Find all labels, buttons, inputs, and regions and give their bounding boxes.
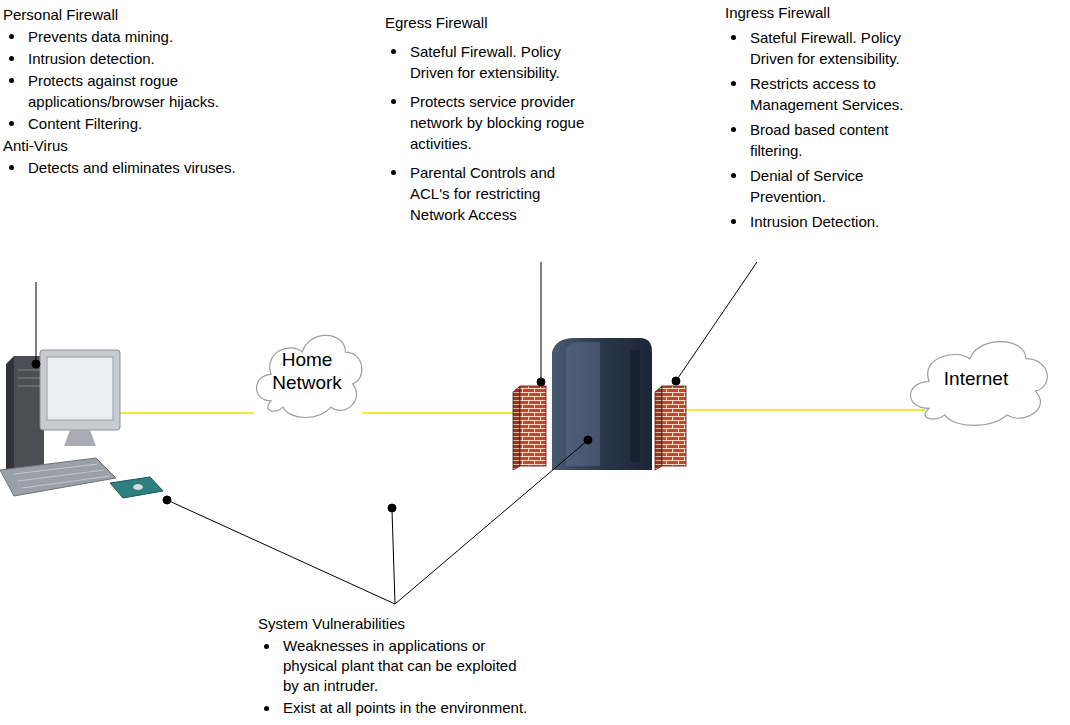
cloud-label: Home Network — [267, 348, 347, 394]
bullet-dot — [9, 78, 14, 83]
bullet-text: Sateful Firewall. Policy Driven for exte… — [410, 41, 592, 83]
section-heading: Anti-Virus — [3, 135, 68, 156]
bullet-dot — [9, 121, 14, 126]
bullet-dot — [731, 219, 736, 224]
bullet-dot — [264, 706, 269, 711]
bullet-dot — [391, 99, 396, 104]
bullet-text: Content Filtering. — [28, 113, 236, 134]
section-heading: Ingress Firewall — [725, 2, 830, 23]
bullet-dot — [391, 170, 396, 175]
bullet-text: Protects service provider network by blo… — [410, 91, 592, 154]
section-heading: System Vulnerabilities — [258, 614, 405, 634]
bullet-dot — [9, 34, 14, 39]
bullet-dot — [9, 165, 14, 170]
bullet-dot — [731, 35, 736, 40]
bullet-dot — [731, 81, 736, 86]
bullet-text: Broad based content filtering. — [750, 119, 926, 161]
bullet-text: Protects against rogue applications/brow… — [28, 70, 236, 112]
ingress-firewall-wall — [655, 386, 686, 470]
section-heading: Personal Firewall — [3, 4, 118, 25]
bullet-dot — [731, 173, 736, 178]
bullet-text: Detects and eliminates viruses. — [28, 157, 236, 178]
bullet-dot — [391, 49, 396, 54]
computer-icon — [0, 350, 163, 498]
bullet-text: Prevents data mining. — [28, 26, 236, 47]
bullet-dot — [264, 644, 269, 649]
cloud-label: Internet — [916, 367, 1036, 390]
bullet-dot — [9, 56, 14, 61]
bullet-text: Intrusion Detection. — [750, 211, 926, 232]
bullet-text: Sateful Firewall. Policy Driven for exte… — [750, 27, 926, 69]
bullet-text: Exist at all points in the environment. — [283, 698, 533, 718]
bullet-text: Restricts access to Management Services. — [750, 73, 926, 115]
bullet-dot — [731, 127, 736, 132]
bullet-text: Weaknesses in applications or physical p… — [283, 636, 533, 696]
bullet-text: Intrusion detection. — [28, 48, 236, 69]
leader-line — [32, 262, 757, 604]
cloud-node: Home Network — [247, 316, 367, 422]
modem-icon — [552, 338, 652, 470]
bullet-text: Denial of Service Prevention. — [750, 165, 926, 207]
section-heading: Egress Firewall — [385, 12, 488, 33]
egress-firewall-wall — [513, 386, 546, 470]
cloud-node: Internet — [898, 322, 1054, 430]
bullet-text: Parental Controls and ACL's for restrict… — [410, 162, 592, 225]
